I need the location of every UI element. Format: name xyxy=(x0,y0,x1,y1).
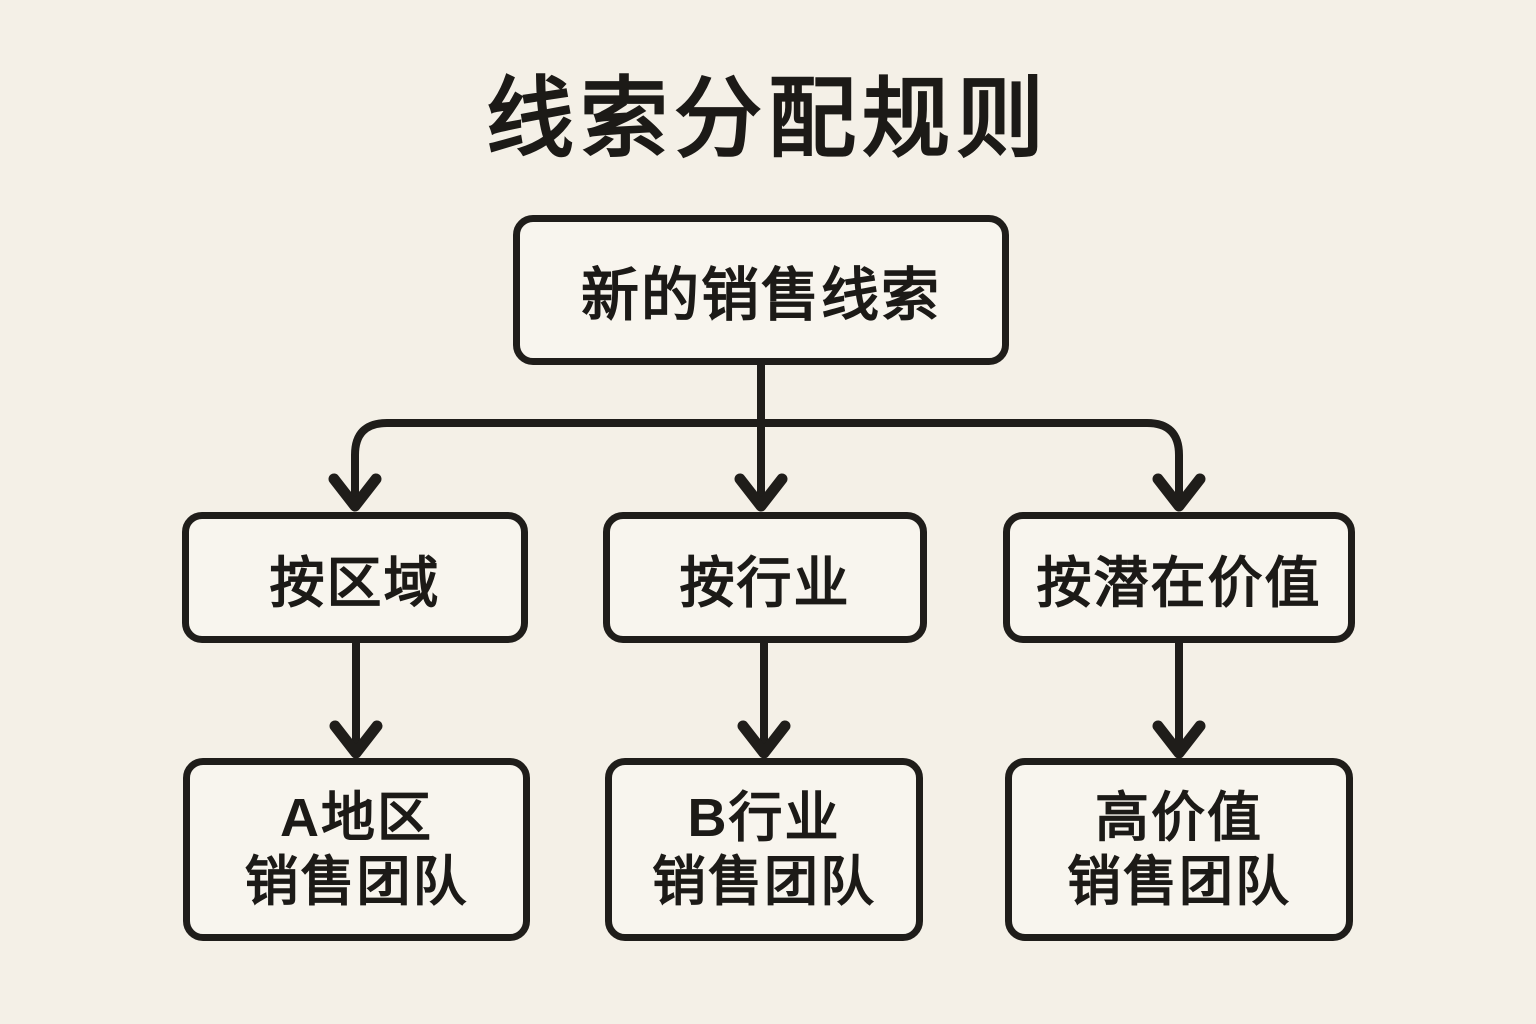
node-label-line2: 销售团队 xyxy=(652,851,876,912)
arrowhead-down-icon xyxy=(737,720,791,759)
node-by-region: 按区域 xyxy=(182,512,528,643)
node-new-sales-lead: 新的销售线索 xyxy=(513,215,1009,365)
node-label: 新的销售线索 xyxy=(580,263,941,328)
arrowhead-down-icon xyxy=(1152,720,1206,759)
node-label-line2: 销售团队 xyxy=(244,851,469,912)
node-region-a-sales-team: A地区 销售团队 xyxy=(183,758,530,941)
node-label-line2: 销售团队 xyxy=(1067,851,1291,912)
node-label-line1: B行业 xyxy=(687,787,841,848)
node-label-line1: 高价值 xyxy=(1095,787,1263,848)
connector-branch-rail xyxy=(351,419,1183,502)
arrowhead-down-icon xyxy=(1152,473,1206,512)
arrowhead-down-icon xyxy=(329,720,383,759)
node-industry-b-sales-team: B行业 销售团队 xyxy=(605,758,923,941)
node-label: 按区域 xyxy=(269,551,441,614)
node-by-potential-value: 按潜在价值 xyxy=(1003,512,1355,643)
node-high-value-sales-team: 高价值 销售团队 xyxy=(1005,758,1353,941)
node-label: 按潜在价值 xyxy=(1036,551,1322,614)
node-label: 按行业 xyxy=(679,551,851,614)
diagram-title: 线索分配规则 xyxy=(485,69,1050,168)
node-by-industry: 按行业 xyxy=(603,512,927,643)
node-label-line1: A地区 xyxy=(280,787,433,848)
arrowhead-down-icon xyxy=(734,473,788,512)
arrowhead-down-icon xyxy=(328,473,382,512)
